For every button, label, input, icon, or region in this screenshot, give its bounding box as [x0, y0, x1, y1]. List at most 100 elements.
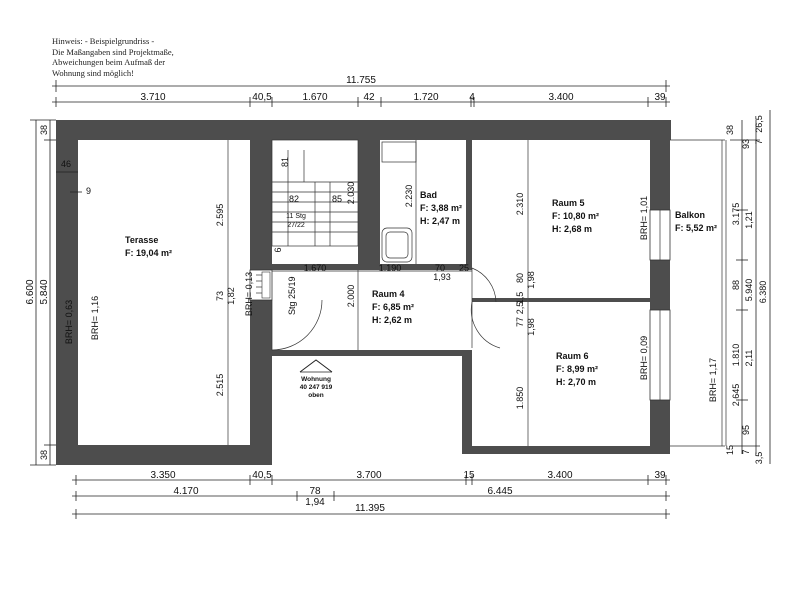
- dim-right-26: 26,5: [754, 115, 764, 133]
- dim-top-6: 4: [469, 92, 475, 103]
- room-raum6-name: Raum 6: [556, 351, 589, 361]
- staircase: 11 Stg 27/22 Stg 25/19: [261, 139, 359, 315]
- walls: [56, 120, 671, 465]
- dim-25b: 2,5: [515, 302, 525, 315]
- dim-right-3175: 3.175: [731, 203, 741, 226]
- room-bad-name: Bad: [420, 190, 437, 200]
- dim-top-1: 3.710: [140, 92, 165, 103]
- dim-2230: 2.230: [404, 185, 414, 208]
- dim-top-4: 42: [363, 92, 375, 103]
- top-dimensions: 11.755 3.710 40,5 1.670 42 1.720 4 3.400…: [52, 75, 670, 107]
- dim-left-total: 6.600: [25, 279, 36, 304]
- right-dimensions: 38 26,5 7 93 3.175 1,21 88 5.940 6.380 1…: [725, 110, 771, 465]
- disclaimer-note: Hinweis: - Beispielgrundriss - Die Maßan…: [52, 36, 222, 78]
- dim-right-35: 3,5: [754, 452, 764, 465]
- dim-2515: 2.515: [215, 374, 225, 397]
- dim-top-8: 39: [654, 92, 666, 103]
- room-balkon-name: Balkon: [675, 210, 705, 220]
- dim-left-38a: 38: [39, 125, 49, 135]
- room-labels: Terasse F: 19,04 m² Bad F: 3,88 m² H: 2,…: [125, 190, 717, 387]
- dim-right-7b: 7: [741, 449, 751, 454]
- dim-193: 1,93: [433, 272, 451, 282]
- entrance-line3: oben: [308, 392, 324, 399]
- dim-right-121: 1,21: [744, 211, 754, 229]
- dim-total-top: 11.755: [346, 75, 376, 86]
- room-raum4-height: H: 2,62 m: [372, 315, 412, 325]
- dim-left-38b: 38: [39, 450, 49, 460]
- brh-balkon: BRH= 1,17: [708, 358, 718, 402]
- dim-right-88: 88: [731, 280, 741, 290]
- brh-terasse-a: BRH= 0,63: [64, 300, 74, 344]
- dim-top-7: 3.400: [548, 92, 573, 103]
- brh-stair: BRH= 0,13: [244, 272, 254, 316]
- dim-bottom-5: 3.400: [547, 470, 572, 481]
- room-raum5-height: H: 2,68 m: [552, 224, 592, 234]
- dim-2000: 2.000: [346, 285, 356, 308]
- entrance-marker: Wohnung 40 247 919 oben: [299, 359, 333, 399]
- brh-raum6: BRH= 0,09: [639, 336, 649, 380]
- room-raum6-area: F: 8,99 m²: [556, 364, 598, 374]
- dim-right-6380: 6.380: [758, 281, 768, 304]
- stair-steps: 11 Stg: [286, 213, 306, 220]
- brh-terasse-b: BRH= 1,16: [90, 296, 100, 340]
- room-bad-area: F: 3,88 m²: [420, 203, 462, 213]
- room-raum4-area: F: 6,85 m²: [372, 302, 414, 312]
- bottom-dimensions: 3.350 40,5 3.700 15 3.400 39 4.170 78 6.…: [72, 470, 670, 519]
- dim-bottom-r2-1: 4.170: [173, 486, 198, 497]
- room-raum5-area: F: 10,80 m²: [552, 211, 599, 221]
- dim-right-211: 2,11: [744, 350, 754, 367]
- dim-bottom-2: 40,5: [252, 470, 272, 481]
- room-terasse-name: Terasse: [125, 235, 158, 245]
- dim-25: 25: [459, 263, 469, 273]
- dim-bottom-6: 39: [654, 470, 666, 481]
- dim-left-inner: 5.840: [39, 279, 50, 304]
- left-dimensions: 6.600 5.840 38 38 46 9: [25, 119, 91, 466]
- note-line: Hinweis: - Beispielgrundriss -: [52, 36, 155, 46]
- dim-198a: 1,98: [526, 271, 536, 289]
- dim-1190: 1.190: [379, 263, 402, 273]
- dim-bottom-r2-2: 78: [309, 486, 321, 497]
- dim-182: 1,82: [226, 287, 236, 305]
- room-raum4-name: Raum 4: [372, 289, 405, 299]
- room-raum5-name: Raum 5: [552, 198, 585, 208]
- dim-bottom-3: 3.700: [356, 470, 381, 481]
- dim-6: 6: [273, 247, 283, 252]
- dim-right-2645: 2.645: [731, 384, 741, 407]
- dim-top-5: 1.720: [413, 92, 438, 103]
- room-terasse-area: F: 19,04 m²: [125, 248, 172, 258]
- doors: [271, 267, 501, 351]
- dim-right-15: 15: [725, 445, 735, 455]
- dim-2310: 2.310: [515, 193, 525, 216]
- dim-right-38: 38: [725, 125, 735, 135]
- brh-raum5: BRH= 1,01: [639, 196, 649, 240]
- room-balkon-area: F: 5,52 m²: [675, 223, 717, 233]
- dim-left-9: 9: [86, 186, 91, 196]
- dim-80: 80: [515, 273, 525, 283]
- dim-bottom-total: 11.395: [355, 503, 385, 514]
- interior-dimensions: 2.595 73 1,82 2.515 81 82 85 2.030 6 2.2…: [215, 140, 536, 446]
- dim-right-5940: 5.940: [744, 279, 754, 302]
- entrance-line1: Wohnung: [301, 376, 331, 383]
- dim-82: 82: [289, 194, 299, 204]
- dim-1670: 1.670: [304, 263, 327, 273]
- dim-2030: 2.030: [346, 182, 356, 205]
- dim-198b: 1,98: [526, 318, 536, 336]
- balkon-railing: [670, 139, 727, 447]
- dim-top-2: 40,5: [252, 92, 272, 103]
- dim-right-7: 7: [754, 139, 764, 144]
- room-bad-height: H: 2,47 m: [420, 216, 460, 226]
- dim-right-93: 93: [741, 139, 751, 149]
- dim-15: 1,5: [515, 292, 525, 305]
- dim-bottom-r3: 1,94: [305, 497, 325, 508]
- brh-labels: BRH= 0,63 BRH= 1,16 BRH= 0,13 BRH= 1,01 …: [64, 196, 718, 402]
- entrance-line2: 40 247 919: [300, 384, 333, 391]
- dim-70: 70: [435, 263, 445, 273]
- stair-stg: Stg 25/19: [287, 276, 297, 315]
- note-line: Wohnung sind möglich!: [52, 67, 134, 78]
- dim-left-46: 46: [61, 159, 71, 169]
- note-line: Die Maßangaben sind Projektmaße,: [52, 46, 174, 57]
- dim-2595: 2.595: [215, 204, 225, 227]
- windows: [249, 209, 671, 401]
- dim-bottom-r2-3: 6.445: [487, 486, 512, 497]
